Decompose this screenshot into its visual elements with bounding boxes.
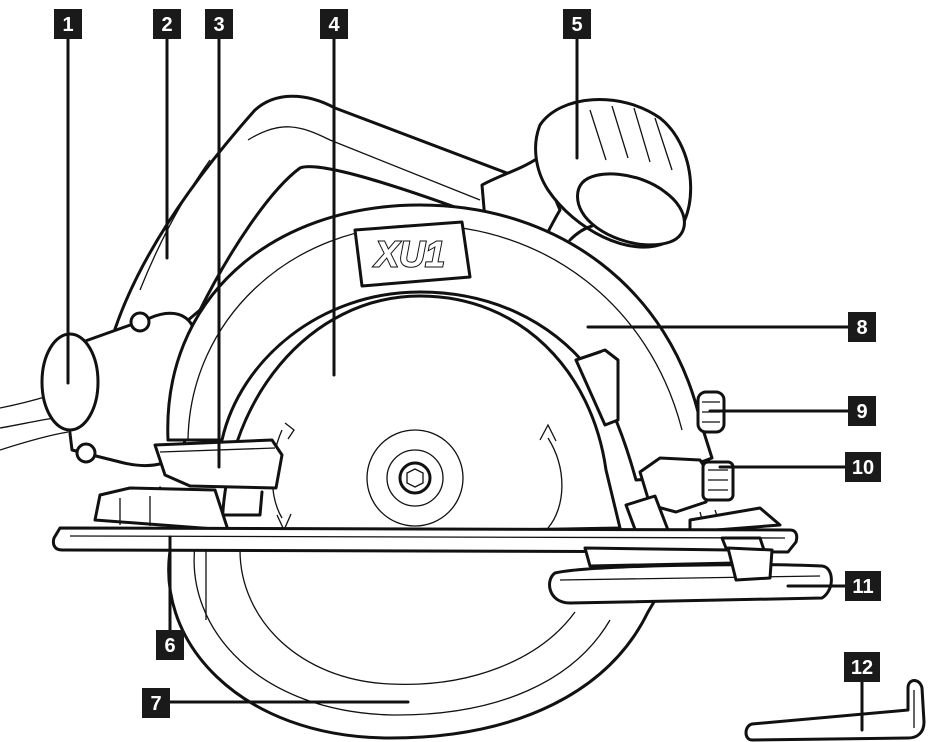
callout-3: 3 [205,9,233,39]
svg-text:7: 7 [150,693,161,715]
base-plate [51,526,799,560]
dust-extraction-port [0,311,198,467]
callout-9: 9 [848,396,876,426]
callout-6: 6 [156,630,184,660]
callout-4: 4 [320,9,348,39]
svg-text:6: 6 [164,635,175,657]
auxiliary-handle [480,98,693,264]
svg-text:2: 2 [161,14,172,36]
svg-text:10: 10 [852,457,874,479]
svg-text:9: 9 [856,401,867,423]
svg-text:5: 5 [571,14,582,36]
callout-10: 10 [845,452,881,482]
callout-1: 1 [54,9,82,39]
saw-blade [220,294,622,537]
svg-text:1: 1 [62,14,73,36]
svg-text:12: 12 [851,657,873,679]
svg-text:8: 8 [856,317,867,339]
motor-housing-front [93,486,230,532]
callout-2: 2 [153,9,181,39]
leader-lines [66,34,864,732]
svg-text:3: 3 [213,14,224,36]
parallel-guide [548,546,833,605]
callout-11: 11 [845,571,881,601]
callout-12: 12 [844,652,880,682]
callout-8: 8 [848,312,876,342]
callout-5: 5 [563,9,591,39]
brand-logo-text: XU1 [373,234,445,275]
brand-logo: XU1 [353,220,472,288]
svg-text:11: 11 [852,576,873,598]
callout-7: 7 [142,688,170,718]
svg-text:4: 4 [328,14,340,36]
hex-key [744,679,926,742]
bevel-adjustment [624,456,782,534]
